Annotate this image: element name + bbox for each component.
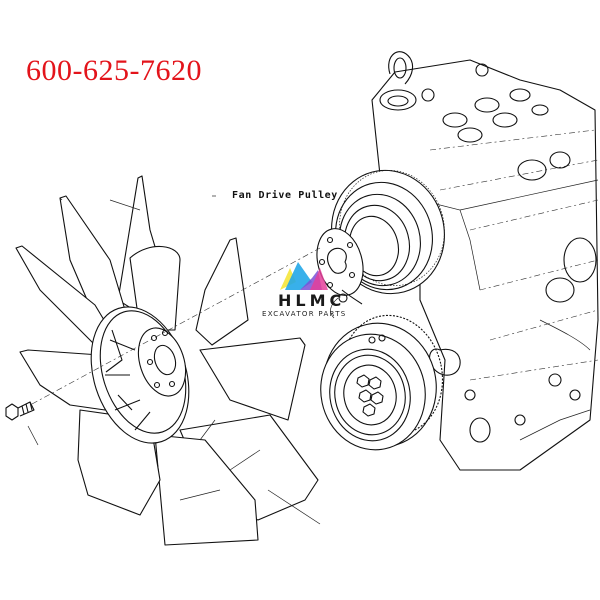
part-number: 600-625-7620 — [26, 54, 202, 87]
assembly-axis-lines — [31, 195, 339, 405]
fan-spacer — [316, 228, 364, 305]
watermark-logo-icon — [280, 262, 328, 290]
callout-fan-drive-pulley: Fan Drive Pulley — [232, 190, 338, 201]
cooling-fan — [15, 175, 321, 546]
fan-bolt — [5, 401, 39, 446]
watermark-brand-name: HLMC — [278, 291, 346, 310]
crankshaft-pulley — [320, 314, 444, 451]
crankshaft-bolt-cluster — [356, 374, 384, 417]
watermark-subtitle: EXCAVATOR PARTS — [262, 310, 347, 318]
